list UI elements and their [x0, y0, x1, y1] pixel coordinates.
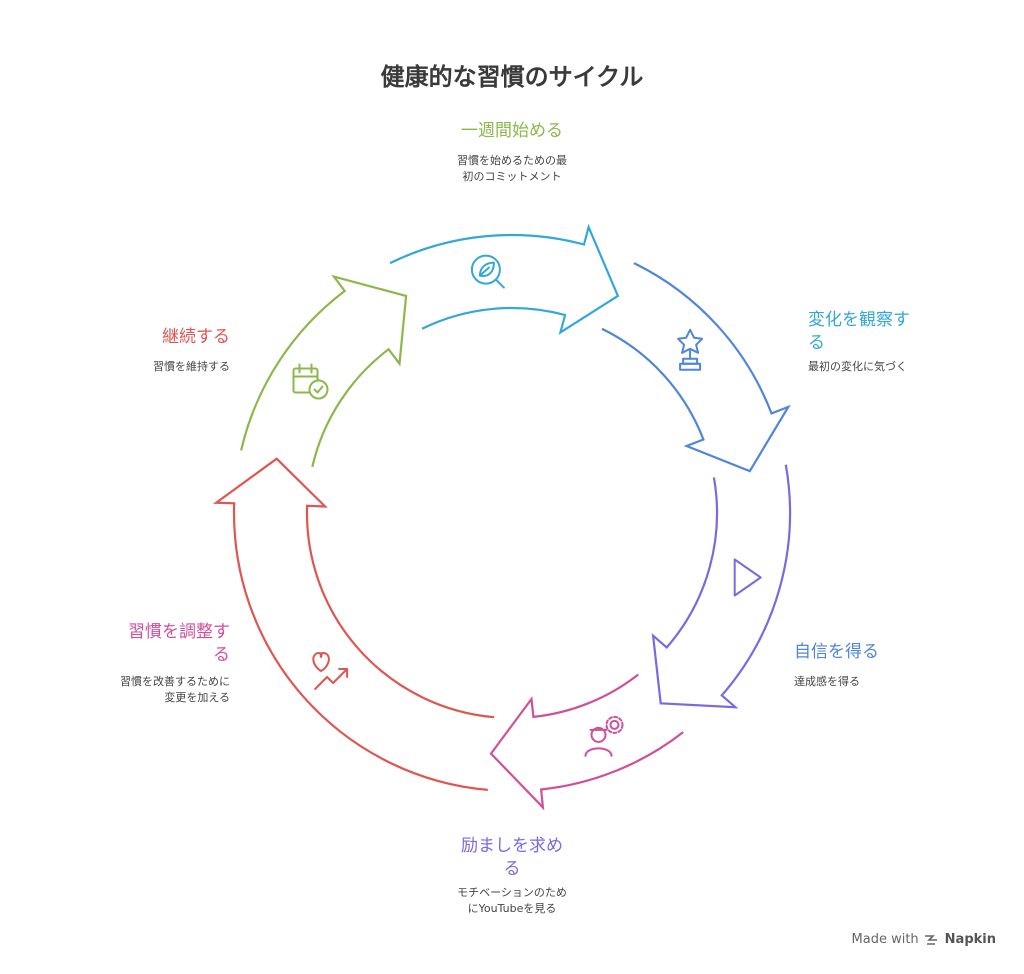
- play-icon: [733, 558, 762, 597]
- stage-desc-encourage-line1: モチベーションのため: [457, 886, 567, 899]
- stage-title-start-text: 一週間始める: [461, 121, 563, 141]
- stage-title-continue-text: 継続する: [162, 327, 230, 347]
- cycle-arrow-encourage: [651, 464, 792, 709]
- stage-desc-adjust-line2: 変更を加える: [164, 691, 230, 704]
- cycle-arrow-confidence: [601, 262, 791, 473]
- stage-desc-start: 習慣を始めるための最 初のコミットメント: [412, 153, 612, 185]
- stage-title-start: 一週間始める: [412, 120, 612, 143]
- stage-desc-encourage: モチベーションのため にYouTubeを見る: [412, 885, 612, 917]
- cycle-arrow-start: [240, 274, 408, 468]
- calendar-check-icon: [292, 363, 329, 400]
- stage-desc-continue: 習慣を維持する: [80, 359, 230, 375]
- footer-brand: Napkin: [944, 932, 996, 947]
- footer-made-with: Made with: [851, 932, 919, 947]
- stage-title-adjust-line1: 習慣を調整す: [128, 622, 230, 642]
- stage-desc-confidence: 達成感を得る: [794, 674, 934, 690]
- stage-title-encourage: 励ましを求め る: [412, 835, 612, 881]
- stage-desc-observe: 最初の変化に気づく: [808, 359, 968, 375]
- stage-title-confidence: 自信を得る: [794, 641, 934, 664]
- footer-watermark: Made with Napkin: [852, 932, 996, 947]
- cycle-arrow-observe: [389, 223, 620, 335]
- stage-title-adjust-line2: る: [213, 645, 230, 665]
- napkin-logo-icon: [924, 934, 937, 945]
- stage-desc-observe-line1: 最初の変化に気づく: [808, 360, 907, 373]
- stage-title-observe-line2: る: [808, 333, 825, 353]
- stage-desc-confidence-line1: 達成感を得る: [794, 675, 860, 688]
- stage-title-continue: 継続する: [80, 326, 230, 349]
- stage-title-encourage-line1: 励ましを求め: [461, 836, 563, 856]
- stage-title-adjust: 習慣を調整す る: [80, 621, 230, 667]
- stage-desc-continue-line1: 習慣を維持する: [153, 360, 230, 373]
- page-title: 健康的な習慣のサイクル: [380, 63, 644, 91]
- stage-desc-start-line1: 習慣を始めるための最: [457, 154, 567, 167]
- cycle-arrow-adjust: [489, 673, 684, 811]
- stage-title-observe-line1: 変化を観察す: [808, 310, 910, 330]
- heart-trend-icon: [312, 652, 349, 690]
- stage-title-observe: 変化を観察す る: [808, 309, 928, 355]
- magnifier-leaf-icon: [470, 254, 505, 289]
- stage-desc-adjust-line1: 習慣を改善するために: [120, 675, 230, 688]
- stage-title-confidence-text: 自信を得る: [794, 642, 879, 662]
- stage-desc-start-line2: 初のコミットメント: [462, 170, 562, 183]
- cycle-arrow-continue: [212, 457, 495, 791]
- trophy-icon: [677, 328, 704, 371]
- stage-desc-adjust: 習慣を改善するために 変更を加える: [60, 674, 230, 706]
- stage-desc-encourage-line2: にYouTubeを見る: [467, 902, 557, 915]
- stage-title-encourage-line2: る: [503, 859, 521, 879]
- person-gear-icon: [584, 715, 624, 757]
